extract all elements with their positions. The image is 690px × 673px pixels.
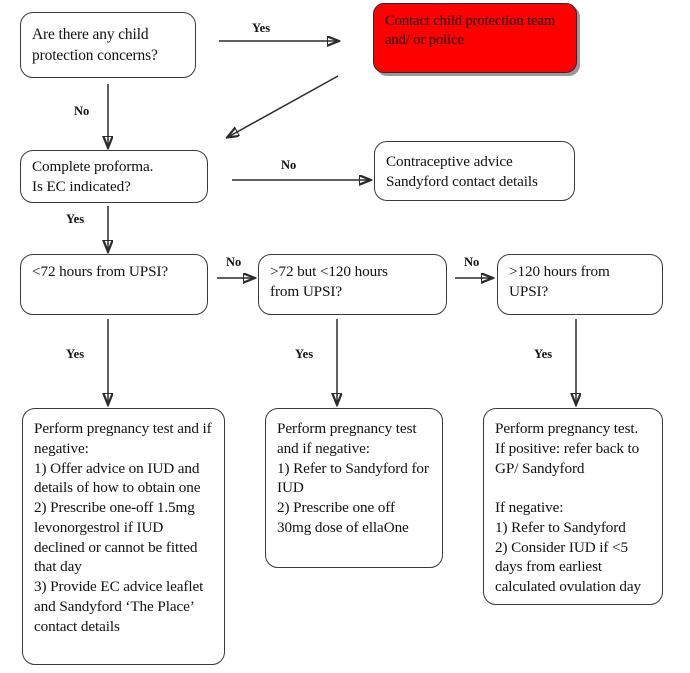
edge-label-under72-no: No	[226, 255, 242, 269]
node-complete-proforma[interactable]: Complete proforma. Is EC indicated?	[20, 150, 208, 203]
edge-label-between-yes: Yes	[295, 347, 314, 361]
edge-label-between-no: No	[464, 255, 480, 269]
edge-label-cp-yes: Yes	[252, 21, 271, 35]
node-under-72-hours[interactable]: <72 hours from UPSI?	[20, 254, 208, 315]
node-outcome-72-to-120[interactable]: Perform pregnancy test and if negative: …	[265, 408, 443, 568]
node-contraceptive-advice[interactable]: Contraceptive advice Sandyford contact d…	[374, 141, 575, 201]
node-child-protection-question[interactable]: Are there any child protection concerns?	[20, 12, 196, 78]
node-outcome-over-120[interactable]: Perform pregnancy test. If positive: ref…	[483, 408, 663, 605]
edge-label-proforma-yes: Yes	[66, 212, 85, 226]
edge-label-over120-yes: Yes	[534, 347, 553, 361]
node-between-72-and-120-hours[interactable]: >72 but <120 hours from UPSI?	[258, 254, 447, 315]
edge-label-proforma-no: No	[281, 158, 297, 172]
edge-label-cp-no: No	[74, 104, 90, 118]
edge-label-under72-yes: Yes	[66, 347, 85, 361]
edge-alert-diagonal	[228, 75, 339, 137]
node-over-120-hours[interactable]: >120 hours from UPSI?	[497, 254, 663, 315]
node-contact-child-protection-team[interactable]: Contact child protection team and/ or po…	[373, 3, 577, 73]
node-outcome-under-72[interactable]: Perform pregnancy test and if negative: …	[22, 408, 225, 665]
